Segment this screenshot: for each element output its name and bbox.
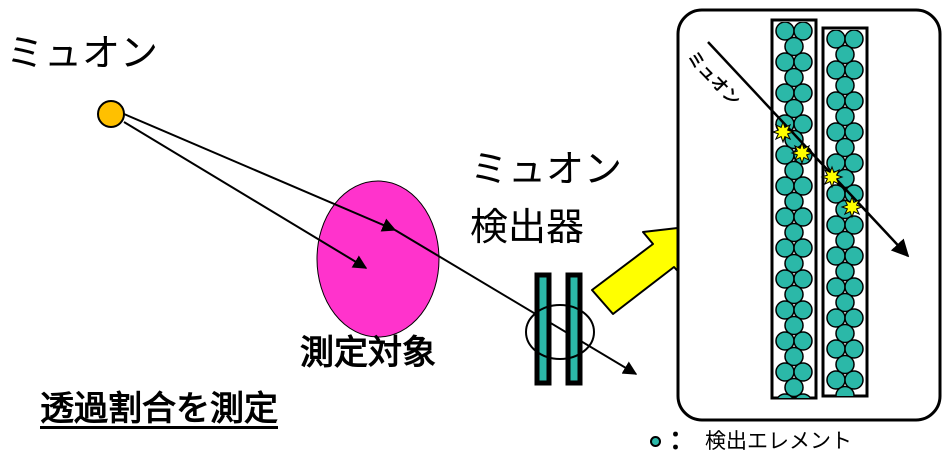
detector-element-icon <box>650 435 661 447</box>
hit-bursts <box>771 120 864 219</box>
detector-element <box>835 137 855 158</box>
detector-element <box>844 370 864 390</box>
detector-element <box>835 75 855 96</box>
target-object <box>316 180 440 338</box>
legend: ： 検出エレメント <box>650 428 852 454</box>
detector-element <box>793 83 813 103</box>
detector-label-line2: 検出器 <box>470 205 585 249</box>
detector-element <box>844 339 864 359</box>
transmission-caption: 透過割合を測定 <box>40 389 278 429</box>
detector-label-line1: ミュオン <box>470 147 623 191</box>
hit-burst <box>840 195 864 219</box>
detector-element <box>784 253 804 274</box>
detector-element <box>784 377 804 398</box>
detector-element <box>793 176 813 196</box>
legend-separator: ： <box>669 426 696 456</box>
detector-element <box>793 331 813 351</box>
detector-element <box>844 215 864 235</box>
detector-element <box>793 362 813 382</box>
detector-element <box>784 160 804 181</box>
detector-element <box>835 44 855 65</box>
detector-element <box>844 91 864 111</box>
detector-element <box>784 284 804 305</box>
detector-element <box>784 129 804 150</box>
detector-panel-right <box>565 272 583 386</box>
muon-label: ミュオン <box>6 31 159 75</box>
legend-label: 検出エレメント <box>705 428 853 453</box>
detector-element <box>835 323 855 344</box>
detector-element <box>784 346 804 367</box>
detector-element <box>793 207 813 227</box>
hit-burst <box>820 165 844 189</box>
element-column-left <box>775 22 813 398</box>
muon-source <box>97 100 125 128</box>
hit-burst <box>790 141 814 165</box>
muon-path-lower <box>123 121 368 269</box>
detector-element <box>835 354 855 375</box>
detector-element <box>844 308 864 328</box>
detector-element <box>793 52 813 72</box>
detector-element <box>784 67 804 88</box>
detector-element <box>784 222 804 243</box>
hit-burst <box>771 120 795 144</box>
detector-element <box>776 393 794 398</box>
detector-element <box>793 238 813 258</box>
detector-element <box>784 315 804 336</box>
detector-panel-left <box>534 272 552 386</box>
detector-element <box>835 261 855 282</box>
detector-element <box>844 122 864 142</box>
detector-element <box>844 246 864 266</box>
detector-element <box>794 393 812 398</box>
muon-path-upper-continued <box>394 229 638 375</box>
detector-element <box>784 36 804 57</box>
detector-element <box>844 60 864 80</box>
detector-element <box>844 277 864 297</box>
zoom-circle <box>525 304 595 360</box>
detector-element <box>835 106 855 127</box>
target-label: 測定対象 <box>300 333 436 373</box>
detector-element <box>844 153 864 173</box>
detector-element <box>835 385 855 396</box>
muon-path-upper <box>123 113 397 232</box>
detector-element <box>793 114 813 134</box>
detector-element <box>844 30 864 49</box>
detector-element <box>793 269 813 289</box>
detector-element <box>793 22 813 41</box>
detector-element <box>793 300 813 320</box>
detector-element <box>835 230 855 251</box>
detector-element <box>784 98 804 119</box>
detector-element <box>835 292 855 313</box>
detector-element <box>784 191 804 212</box>
